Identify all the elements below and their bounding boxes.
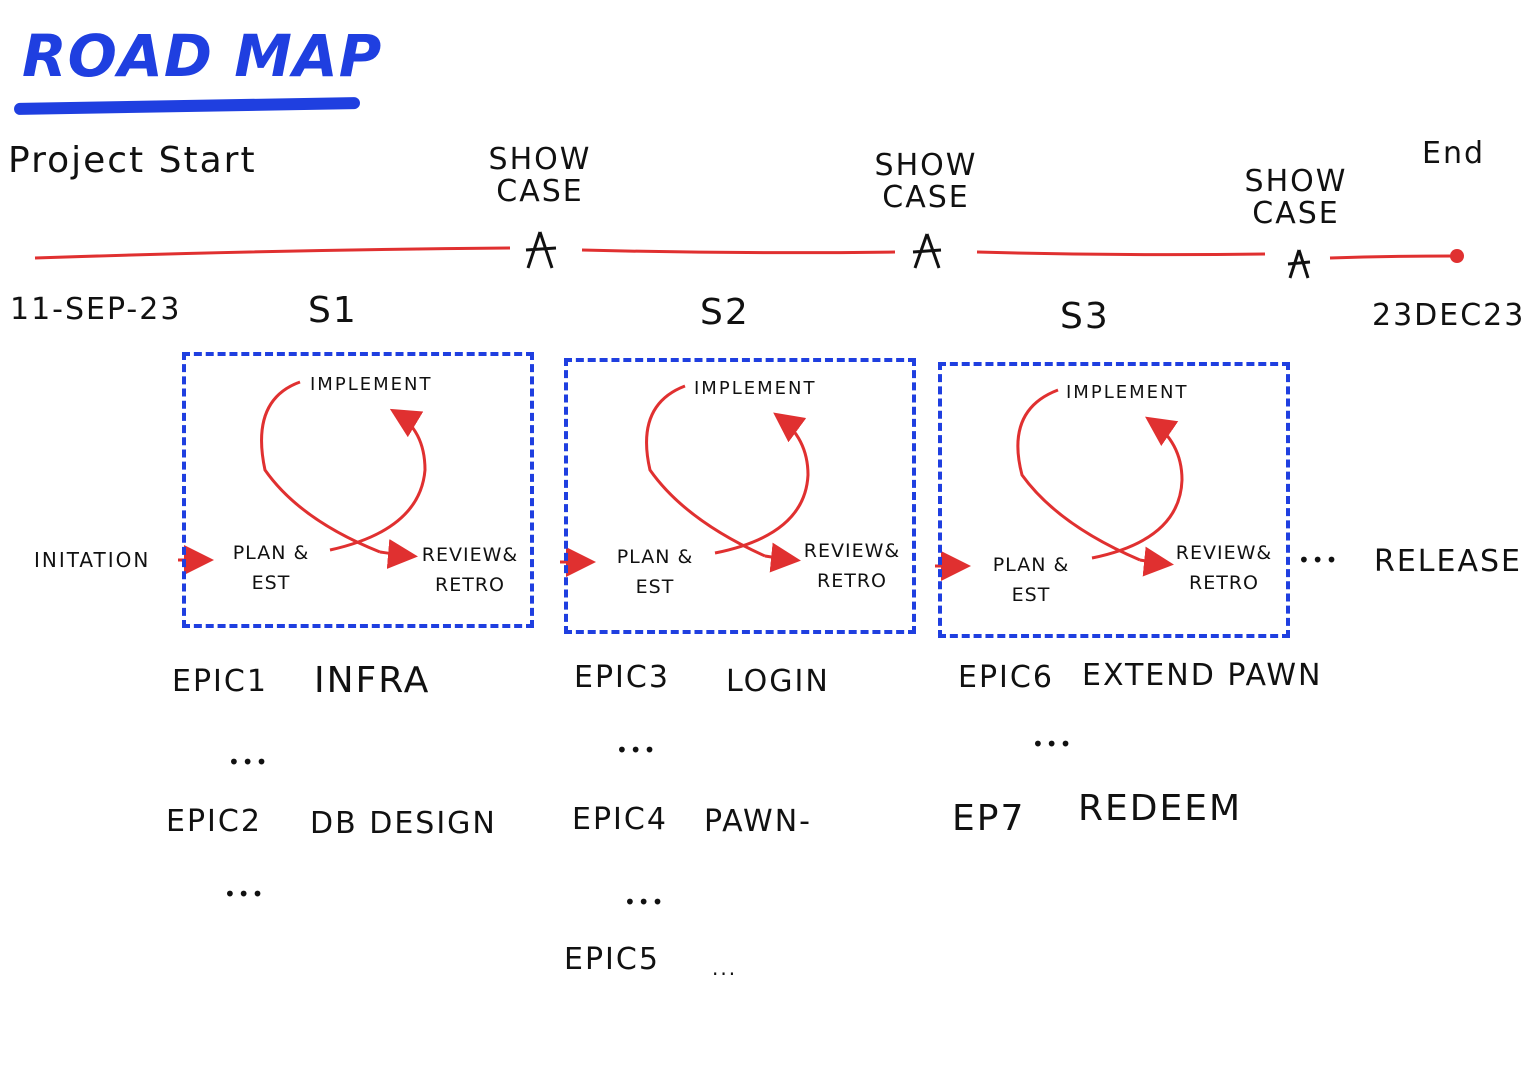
epic-dots: •••	[228, 750, 270, 774]
cycle-loop	[178, 380, 427, 575]
sprint-label: S1	[308, 290, 358, 331]
est-text: EST	[635, 576, 675, 598]
showcase-label: SHOW CASE	[1244, 164, 1348, 231]
page-title: ROAD MAP	[22, 22, 383, 90]
review-retro-label: REVIEW& RETRO	[1174, 538, 1274, 598]
review-text: REVIEW&	[421, 544, 519, 566]
showcase-label: SHOW CASE	[488, 142, 592, 209]
retro-text: RETRO	[435, 574, 505, 596]
epic-id: EPIC2	[166, 804, 262, 839]
review-retro-label: REVIEW& RETRO	[802, 536, 902, 596]
epic-id: EPIC1	[172, 664, 268, 699]
timeline-segment	[581, 248, 896, 255]
timeline-segment	[34, 246, 511, 260]
end-date: 23DEC23	[1372, 298, 1522, 333]
epic-dots: •••	[1032, 732, 1074, 756]
retro-text: RETRO	[817, 570, 887, 592]
plan-est-label: PLAN & EST	[226, 538, 316, 598]
plan-text: PLAN &	[232, 542, 310, 564]
sprint-label: S3	[1060, 296, 1110, 337]
timeline-segment	[1329, 254, 1456, 260]
est-text: EST	[1011, 584, 1051, 606]
epic-dots: •••	[224, 882, 266, 906]
project-start-label: Project Start	[8, 140, 257, 181]
sprint-box	[564, 358, 916, 634]
epic-name: ...	[712, 956, 738, 980]
epic-name: REDEEM	[1078, 788, 1243, 829]
plan-est-label: PLAN & EST	[610, 542, 700, 602]
sprint-box	[938, 362, 1290, 638]
start-date: 11-SEP-23	[10, 292, 182, 327]
star-icon	[525, 231, 557, 269]
epic-id: EP7	[952, 798, 1026, 839]
epic-dots: •••	[624, 890, 666, 914]
epic-dots: •••	[616, 738, 658, 762]
showcase-label: SHOW CASE	[874, 148, 978, 215]
end-label: End	[1422, 136, 1486, 171]
sprint-box	[182, 352, 534, 628]
review-text: REVIEW&	[1175, 542, 1273, 564]
review-text: REVIEW&	[803, 540, 901, 562]
initiation-label: INITATION	[34, 548, 151, 572]
epic-name: DB DESIGN	[310, 806, 497, 841]
timeline-segment	[976, 250, 1266, 257]
plan-text: PLAN &	[992, 554, 1070, 576]
trailing-dots: •••	[1298, 548, 1340, 572]
est-text: EST	[251, 572, 291, 594]
epic-name: EXTEND PAWN	[1082, 658, 1323, 693]
star-icon	[1287, 249, 1311, 279]
release-label: RELEASE	[1374, 544, 1522, 579]
plan-text: PLAN &	[616, 546, 694, 568]
implement-label: IMPLEMENT	[310, 374, 433, 395]
epic-name: PAWN-	[704, 804, 812, 839]
retro-text: RETRO	[1189, 572, 1259, 594]
plan-est-label: PLAN & EST	[986, 550, 1076, 610]
epic-id: EPIC3	[574, 660, 670, 695]
implement-label: IMPLEMENT	[1066, 382, 1189, 403]
sprint-label: S2	[700, 292, 750, 333]
implement-label: IMPLEMENT	[694, 378, 817, 399]
review-retro-label: REVIEW& RETRO	[420, 540, 520, 600]
epic-name: INFRA	[314, 660, 431, 701]
epic-id: EPIC6	[958, 660, 1054, 695]
epic-id: EPIC4	[572, 802, 668, 837]
epic-id: EPIC5	[564, 942, 660, 977]
end-dot	[1450, 249, 1464, 263]
epic-name: LOGIN	[726, 664, 830, 699]
star-icon	[912, 233, 942, 269]
